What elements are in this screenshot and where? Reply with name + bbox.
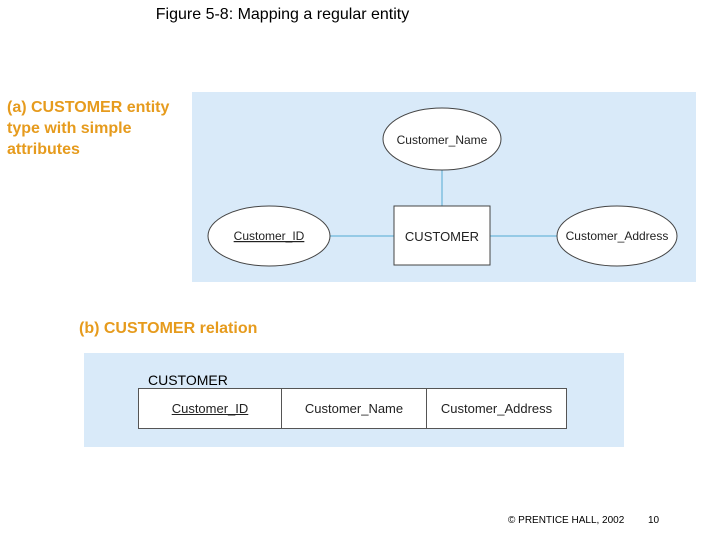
caption-relation: (b) CUSTOMER relation bbox=[79, 320, 258, 337]
entity-label: CUSTOMER bbox=[405, 229, 479, 244]
relation-table: Customer_ID Customer_Name Customer_Addre… bbox=[138, 388, 567, 429]
er-diagram: Customer_Name Customer_ID Customer_Addre… bbox=[207, 107, 678, 267]
relation-column-customer-name: Customer_Name bbox=[282, 389, 427, 428]
attribute-label-address: Customer_Address bbox=[566, 229, 669, 243]
relation-column-customer-id: Customer_ID bbox=[139, 389, 282, 428]
footer-copyright: © PRENTICE HALL, 2002 bbox=[508, 515, 625, 526]
relation-column-customer-address: Customer_Address bbox=[440, 401, 553, 416]
attribute-customer-address bbox=[556, 205, 678, 267]
attribute-customer-id bbox=[207, 205, 331, 267]
attribute-label-name: Customer_Name bbox=[397, 133, 488, 147]
entity-box bbox=[393, 205, 491, 266]
attribute-label-id: Customer_ID bbox=[234, 229, 305, 243]
figure-title: Figure 5-8: Mapping a regular entity bbox=[155, 6, 410, 23]
caption-entity-type: (a) CUSTOMER entity type with simple att… bbox=[7, 99, 170, 158]
page-number: 10 bbox=[648, 515, 660, 526]
relation-name: CUSTOMER bbox=[148, 372, 228, 388]
attribute-customer-name bbox=[382, 107, 502, 171]
